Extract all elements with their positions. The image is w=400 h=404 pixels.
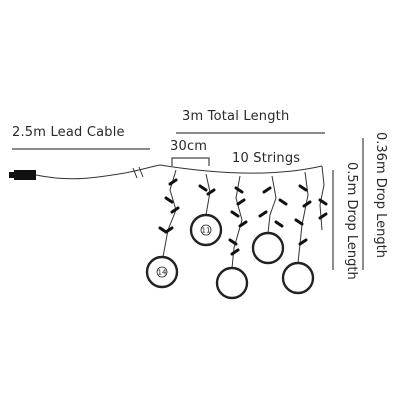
cable-break-mark-a	[132, 167, 138, 179]
spacing-dimension-bracket	[171, 157, 210, 166]
ball-light	[215, 266, 249, 300]
ball-number-label: 11	[202, 227, 211, 235]
light-string-wire	[267, 175, 277, 234]
light-string-wire	[319, 165, 325, 231]
led-bulb-icon	[238, 220, 248, 228]
led-bulb-icon	[318, 212, 328, 220]
drop-long-label: 0.5m Drop Length	[344, 162, 359, 280]
spacing-label: 30cm	[170, 139, 208, 154]
led-bulb-icon	[164, 226, 174, 234]
led-bulb-icon	[168, 178, 178, 186]
cable-break-mark-b	[138, 166, 144, 178]
led-bulb-icon	[318, 198, 328, 206]
led-bulb-icon	[170, 206, 180, 214]
lead-cable-wire	[35, 164, 161, 180]
ball-light-11: 11	[189, 213, 223, 247]
ball-light-14: 14	[145, 255, 179, 289]
led-bulb-icon	[298, 184, 308, 192]
led-bulb-icon	[198, 184, 208, 192]
plug-tip-icon	[9, 172, 15, 178]
ball-light	[251, 231, 285, 265]
lead-cable-label: 2.5m Lead Cable	[12, 125, 125, 140]
led-bulb-icon	[274, 220, 284, 228]
ball-number-label: 14	[158, 269, 167, 277]
main-wire	[159, 164, 323, 174]
strings-label: 10 Strings	[232, 151, 301, 166]
led-bulb-icon	[228, 238, 238, 246]
led-bulb-icon	[278, 198, 288, 206]
drop-short-label: 0.36m Drop Length	[373, 132, 388, 258]
ball-light	[281, 261, 315, 295]
led-bulb-icon	[234, 186, 244, 194]
led-bulb-icon	[258, 210, 268, 218]
total-length-label: 3m Total Length	[182, 109, 290, 124]
led-bulb-icon	[262, 186, 272, 194]
plug-icon	[14, 170, 36, 180]
led-bulb-icon	[302, 200, 312, 208]
string-group	[158, 165, 328, 269]
led-bulb-icon	[298, 238, 308, 246]
led-bulb-icon	[164, 196, 174, 204]
led-bulb-icon	[236, 198, 246, 206]
led-bulb-icon	[206, 188, 216, 196]
led-bulb-icon	[230, 248, 240, 256]
led-bulb-icon	[294, 218, 304, 226]
led-bulb-icon	[230, 210, 240, 218]
